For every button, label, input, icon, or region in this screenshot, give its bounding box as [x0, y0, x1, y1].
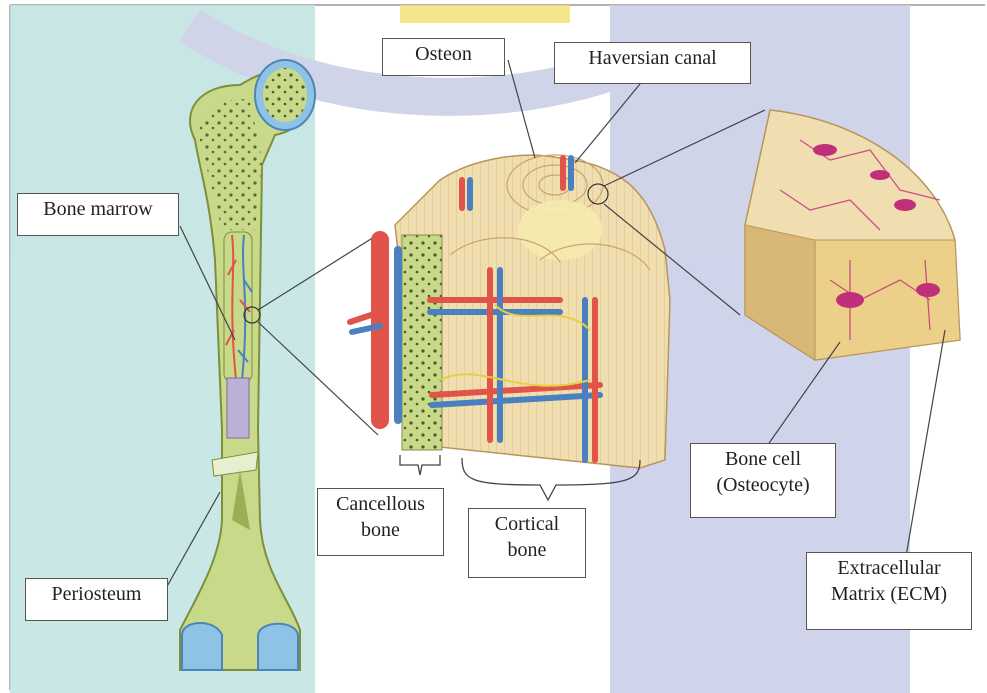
cancellous-region	[402, 235, 442, 450]
bone-cell-label: Bone cell (Osteocyte)	[690, 443, 836, 518]
ecm-line-1: Extracellular	[815, 555, 963, 581]
femoral-head-spongy	[263, 68, 307, 122]
periosteum-label: Periosteum	[25, 578, 168, 621]
condyle-left	[182, 623, 222, 670]
cortical-bone-label: Cortical bone	[468, 508, 586, 578]
cancellous-line-1: Cancellous	[326, 491, 435, 517]
cortical-line-1: Cortical	[477, 511, 577, 537]
cancellous-line-2: bone	[326, 517, 435, 543]
bone-cell-line-2: (Osteocyte)	[699, 472, 827, 498]
yellow-marrow	[227, 378, 249, 438]
cancellous-brace	[400, 455, 440, 475]
osteon-highlight	[518, 200, 602, 260]
ecm-leader	[905, 330, 945, 562]
watermark-yellow-bar	[400, 5, 570, 23]
osteon-text: Osteon	[391, 41, 496, 67]
osteon-label: Osteon	[382, 38, 505, 76]
marrow-cavity	[224, 232, 252, 382]
condyle-right	[258, 624, 298, 670]
haversian-canal-label: Haversian canal	[554, 42, 751, 84]
bone-tissue-block	[350, 155, 670, 468]
haversian-canal-text: Haversian canal	[563, 45, 742, 71]
bone-marrow-label: Bone marrow	[17, 193, 179, 236]
osteocyte-wedge	[745, 110, 960, 360]
ecm-line-2: Matrix (ECM)	[815, 581, 963, 607]
bone-marrow-text: Bone marrow	[26, 196, 170, 222]
cortical-line-2: bone	[477, 537, 577, 563]
periosteum-text: Periosteum	[34, 581, 159, 607]
ecm-label: Extracellular Matrix (ECM)	[806, 552, 972, 630]
bone-cell-line-1: Bone cell	[699, 446, 827, 472]
cancellous-bone-label: Cancellous bone	[317, 488, 444, 556]
